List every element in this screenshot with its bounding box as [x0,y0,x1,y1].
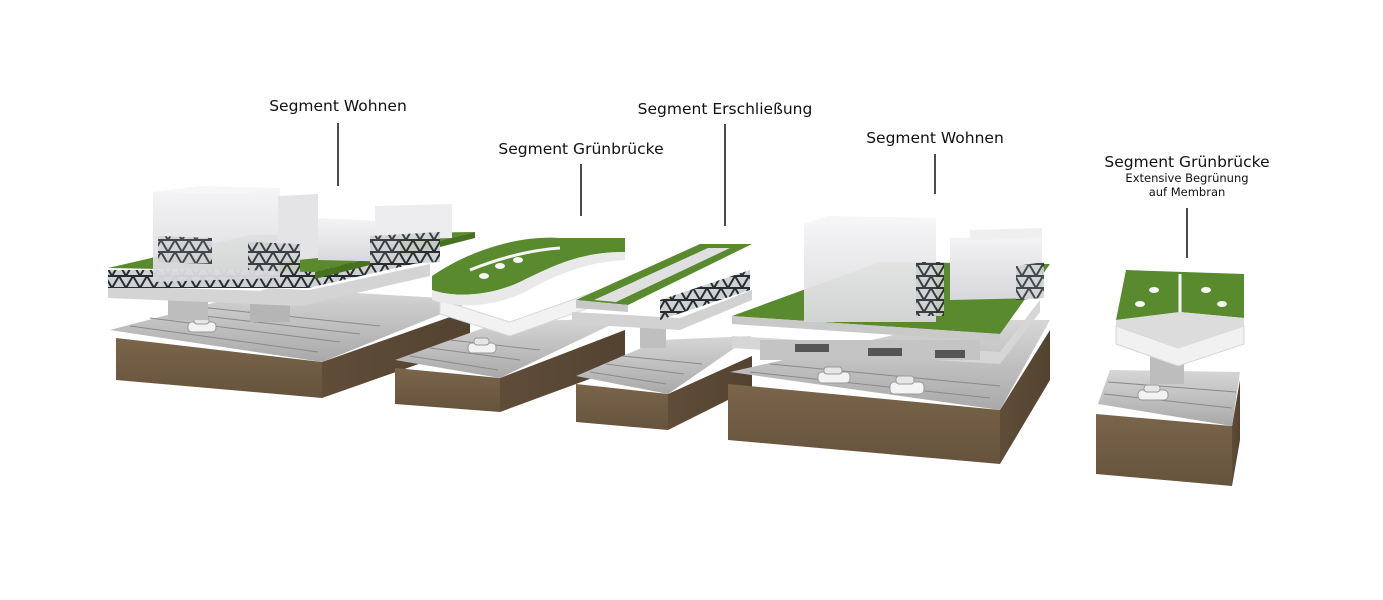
segment-note: Extensive Begrünung [1125,171,1249,185]
segment-label: Segment Wohnen [269,97,407,115]
building-volume-top [153,186,280,194]
earth-block-3 [576,384,668,430]
building-volume [375,204,452,240]
earth-block-5-side [1232,380,1240,486]
skylight [495,263,505,269]
skylight [1149,287,1159,293]
truss-frame [370,232,440,266]
truss-frame [158,236,212,264]
car-icon [467,337,497,354]
segment-title: Segment Grünbrücke [498,140,664,158]
earth-block-2-side [500,330,625,412]
segment-erschliessung [572,244,752,430]
segment-note: auf Membran [1148,185,1226,199]
earth-block-5 [1096,414,1232,486]
earth-block-4 [728,384,1000,464]
building-volume-top [804,216,936,224]
car-icon [817,366,851,384]
earth-block-3-side [668,356,752,430]
car-icon [889,375,925,395]
segment-wohnen-2 [728,216,1050,464]
segment-gruenbruecke-2 [1096,270,1245,486]
walkway-path [594,248,730,302]
segment-title: Segment Wohnen [866,129,1004,147]
earth-block-1-side [322,310,470,398]
earth-block-1 [116,338,322,398]
skylight [1217,301,1227,307]
segment-label: Segment Erschließung [638,100,813,118]
skylight [479,273,489,279]
path-stripe [469,246,561,272]
car-icon [1137,384,1169,401]
segment-title: Segment Erschließung [637,100,813,118]
segment-gruenbruecke-1 [395,237,625,412]
building-volume [804,222,936,322]
lower-deck-1 [108,264,430,306]
building-volume [970,228,1042,240]
segment-title: Segment Wohnen [269,97,407,115]
green-roof-4-edge [732,316,1000,342]
earth-block-2 [395,368,500,412]
walkway-edge [576,300,628,312]
truss-frame [248,242,300,272]
segment-label: Segment Grünbrücke [498,140,663,158]
segment-wohnen-1 [108,186,476,398]
truss-frame [1016,262,1044,300]
membrane [1115,325,1245,367]
deck-3 [572,290,752,330]
earth-block-4-side [1000,330,1050,464]
road-level-3 [576,336,752,394]
skylight [1201,287,1211,293]
segment-label: Segment Wohnen [866,129,1004,147]
membrane-fold [1116,312,1244,348]
segment-label: Segment Grünbrücke Extensive Begrünung a… [1104,153,1269,199]
segment-title: Segment Grünbrücke [1104,153,1270,171]
skylight [1135,301,1145,307]
green-bridge-underside [432,252,625,306]
skylight [513,257,523,263]
truss-frame [916,262,944,316]
green-bridge-surface [432,237,625,295]
truss-band-3 [660,270,750,320]
